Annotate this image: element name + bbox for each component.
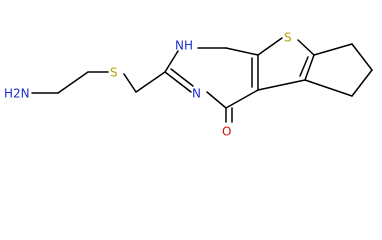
amine-label: H2N <box>4 87 30 101</box>
bond-c1-c2 <box>57 71 89 94</box>
thiophene-sulfur-label: S <box>284 31 292 45</box>
ring-n-label: N <box>192 87 201 101</box>
bond-c7a-c3a-a <box>304 54 315 81</box>
atom-labels: H2N S NH N S O <box>4 31 292 139</box>
bond-c7a-cp1 <box>313 43 353 56</box>
bond-c8a-s <box>257 37 283 56</box>
bond-c7a-c3a-b <box>299 56 309 77</box>
bond-c8a-thio <box>225 47 259 56</box>
bond-s-c7a <box>297 39 315 56</box>
bond-c4-n-double-b <box>170 68 194 87</box>
bond-cp3-c3a <box>304 79 353 97</box>
bond-c4-nh <box>164 50 179 73</box>
bond-cp2-cp3 <box>351 69 373 97</box>
bond-c4ring-c4a <box>225 89 259 109</box>
thioether-sulfur-label: S <box>110 66 118 80</box>
bond-c3a-c4a <box>257 79 306 91</box>
bond-c4-n-double-a <box>164 71 192 93</box>
carbonyl-oxygen-label: O <box>222 125 231 139</box>
bond-s-c3 <box>123 73 137 93</box>
bond-c3-c4 <box>135 71 166 93</box>
molecule-structure-diagram: H2N S NH N S O <box>4 31 373 139</box>
bond-lines <box>31 37 373 123</box>
bond-cp1-cp2 <box>351 43 373 71</box>
bond-n-c4ring <box>206 91 227 109</box>
ring-nh-label: NH <box>175 39 193 53</box>
